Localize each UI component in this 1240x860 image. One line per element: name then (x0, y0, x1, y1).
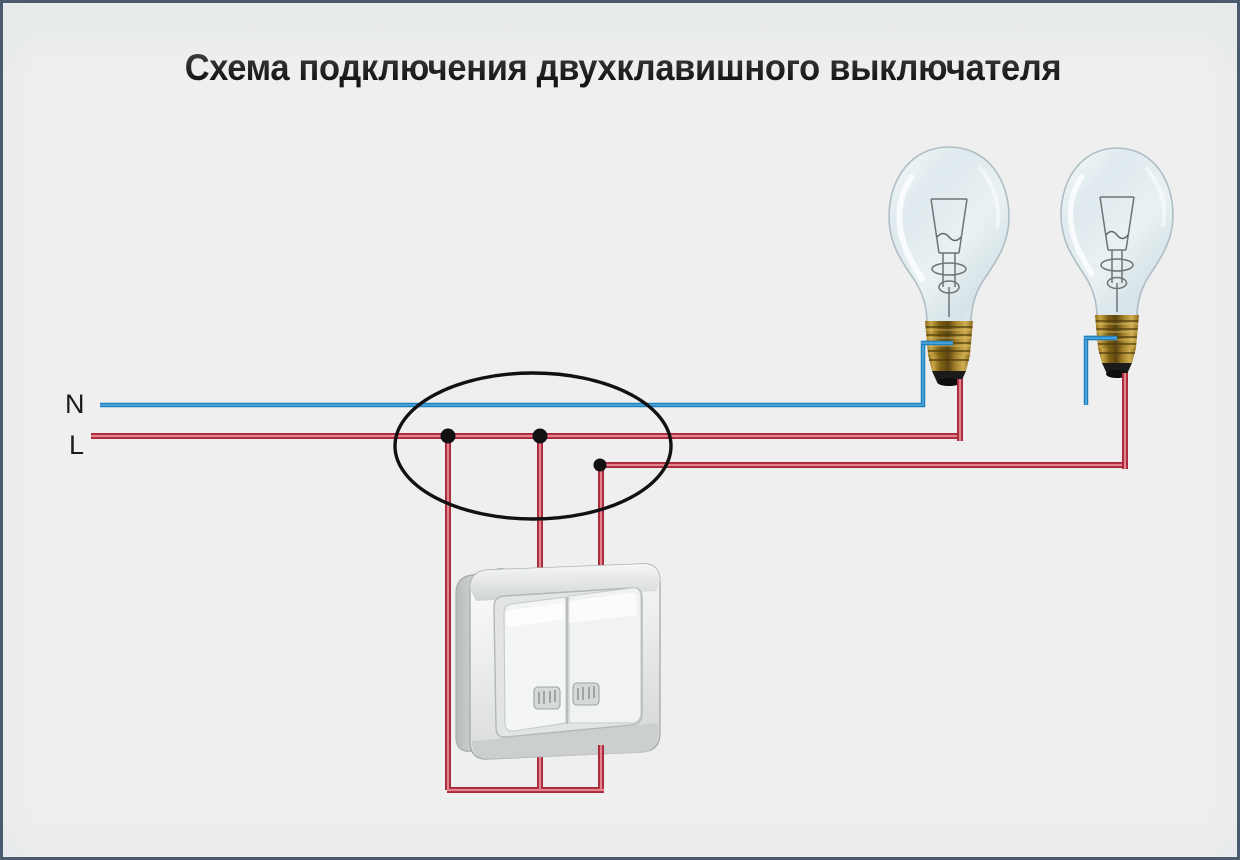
page-title: Схема подключения двухклавишного выключа… (184, 47, 1062, 88)
lamp-right-filament (1099, 196, 1135, 312)
switch-rocker-left[interactable] (503, 596, 567, 732)
lamp-right (1051, 143, 1183, 379)
lamp-left-filament (930, 198, 968, 317)
double-rocker-switch[interactable] (446, 563, 676, 768)
lamp-right-graphic (1060, 147, 1174, 378)
lamp-left-glass-highlight (896, 173, 926, 283)
junction-dot-3 (593, 458, 607, 472)
junction-dots (440, 428, 607, 472)
lamp-left-glass-highlight-2 (977, 165, 1001, 230)
switch-bottom-lip (472, 723, 658, 760)
junction-box-outline (393, 371, 673, 521)
junction-dot-2 (532, 428, 548, 444)
switch-graphic[interactable] (446, 563, 676, 768)
lamp-left (879, 141, 1019, 386)
switch-rocker-left-indicator (533, 686, 561, 710)
live-terminal-label: L (69, 430, 85, 460)
switch-rocker-right[interactable] (568, 587, 642, 724)
lamp-left-graphic (888, 146, 1010, 386)
lamp-right-glass-highlight (1067, 173, 1096, 278)
lamp-right-glass-highlight-2 (1144, 166, 1167, 228)
neutral-terminal-label: N (65, 389, 85, 419)
lamp-right-base (1095, 315, 1139, 378)
junction-dot-1 (440, 428, 456, 444)
switch-rocker-right-indicator (572, 682, 600, 706)
lamp-left-base (925, 321, 973, 386)
